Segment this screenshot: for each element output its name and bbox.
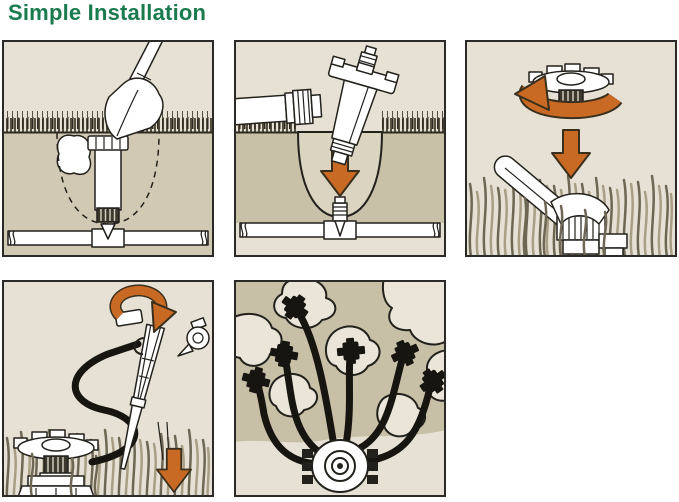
page-title: Simple Installation	[8, 0, 207, 25]
water-pipe	[239, 196, 441, 240]
emitter-piece-icon	[177, 317, 210, 357]
panel-step-2	[234, 40, 446, 257]
panel-step-4	[2, 280, 214, 497]
rotate-band-arrow-icon	[514, 75, 623, 120]
panel-step-5	[234, 280, 446, 497]
drip-stake-icon	[114, 308, 166, 470]
pipe-segment-on-grass	[234, 88, 323, 126]
drip-tubes	[254, 308, 434, 468]
panel-step-3	[465, 40, 677, 257]
trowel-icon	[104, 40, 164, 140]
panel-step-1	[2, 40, 214, 257]
rotate-arrow-icon	[109, 284, 177, 333]
manifold-icon	[302, 439, 378, 493]
soil-clump	[56, 134, 92, 175]
sprinkler-body-icon	[327, 45, 400, 166]
front-grass	[522, 196, 608, 257]
buried-sprinkler-body	[87, 135, 129, 240]
foliage-blobs	[234, 280, 446, 438]
sprinkler-head-assembly	[13, 429, 99, 497]
